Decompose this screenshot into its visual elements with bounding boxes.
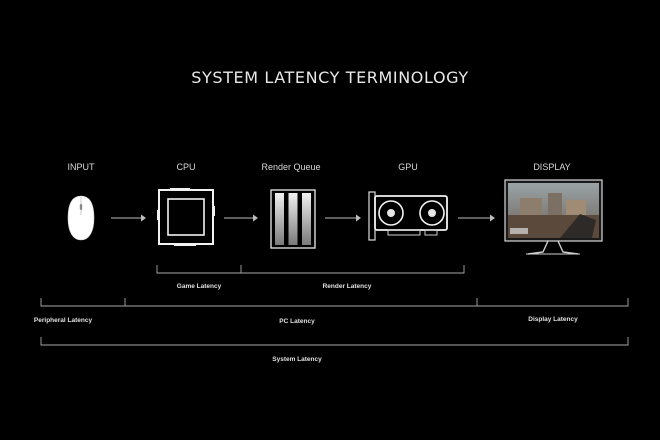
bracket-game-latency: [156, 265, 242, 274]
stage-label-input: INPUT: [67, 162, 95, 172]
label-pc-latency: PC Latency: [279, 318, 315, 325]
stage-label-gpu: GPU: [398, 162, 418, 172]
bracket-peripheral-latency: [40, 298, 126, 307]
label-game-latency: Game Latency: [176, 283, 222, 290]
label-peripheral-latency: Peripheral Latency: [33, 317, 93, 324]
bracket-system-latency: [40, 337, 629, 346]
monitor-icon: [504, 179, 603, 255]
label-render-latency: Render Latency: [322, 283, 372, 290]
arrow-input-to-cpu: [111, 214, 146, 222]
arrow-cpu-to-render-queue: [224, 214, 258, 222]
bracket-display-latency: [477, 298, 629, 307]
bracket-render-latency: [241, 265, 465, 274]
arrow-gpu-to-display: [458, 214, 495, 222]
cpu-chip-icon: [157, 188, 215, 246]
mouse-icon: [67, 195, 95, 241]
render-queue-icon: [270, 189, 316, 249]
stage-label-cpu: CPU: [176, 162, 196, 172]
label-display-latency: Display Latency: [528, 316, 578, 323]
stage-label-render-queue: Render Queue: [261, 162, 321, 172]
arrow-render-queue-to-gpu: [325, 214, 361, 222]
diagram-title: SYSTEM LATENCY TERMINOLOGY: [191, 68, 469, 87]
stage-label-display: DISPLAY: [533, 162, 571, 172]
graphics-card-icon: [368, 191, 448, 241]
label-system-latency: System Latency: [272, 356, 322, 363]
bracket-pc-latency: [125, 298, 478, 307]
